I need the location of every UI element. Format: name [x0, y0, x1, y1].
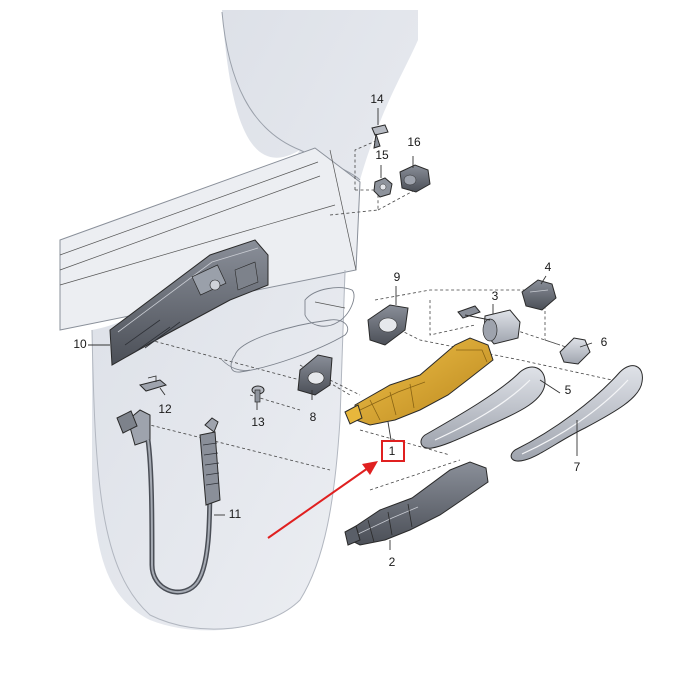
- label-part-5: 5: [565, 383, 572, 397]
- bowden-cable-part-11: [116, 409, 221, 595]
- part-1-highlight-box: [381, 440, 405, 462]
- door-panel: [59, 10, 418, 631]
- label-part-6: 6: [601, 335, 608, 349]
- label-part-1: 1: [389, 444, 396, 458]
- gasket-part-8: [297, 354, 333, 396]
- handle-frame-part-1: [344, 337, 494, 426]
- label-part-10: 10: [73, 337, 87, 351]
- carrier-bracket-part-10: [109, 239, 269, 366]
- label-part-15: 15: [375, 148, 389, 162]
- cap-part-16: [399, 164, 431, 193]
- cap-part-6: [559, 337, 591, 365]
- leader-lines: [88, 108, 593, 550]
- cap-part-4: [521, 279, 557, 311]
- part-labels: 1 2 3 4 5 6 7 8 9 10 11 12 13 14 15 16: [73, 92, 607, 569]
- handle-frame-part-2: [344, 461, 489, 546]
- gasket-part-9: [367, 304, 409, 346]
- red-arrow: [267, 461, 378, 539]
- label-part-16: 16: [407, 135, 421, 149]
- label-part-2: 2: [389, 555, 396, 569]
- clip-part-12: [139, 375, 168, 392]
- door-handle-part-5: [420, 366, 546, 449]
- nut-part-15: [373, 177, 393, 198]
- label-part-8: 8: [310, 410, 317, 424]
- label-part-3: 3: [492, 289, 499, 303]
- door-handle-part-7: [510, 365, 643, 462]
- label-part-7: 7: [574, 460, 581, 474]
- label-part-12: 12: [158, 402, 172, 416]
- lock-cylinder-part-3: [457, 305, 521, 345]
- door-handle-recess: [221, 287, 355, 373]
- label-part-14: 14: [370, 92, 384, 106]
- bolt-part-14: [371, 124, 389, 149]
- label-part-11: 11: [229, 507, 242, 521]
- screw-part-13: [251, 385, 265, 403]
- label-part-9: 9: [394, 270, 401, 284]
- label-part-13: 13: [251, 415, 265, 429]
- label-part-4: 4: [545, 260, 552, 274]
